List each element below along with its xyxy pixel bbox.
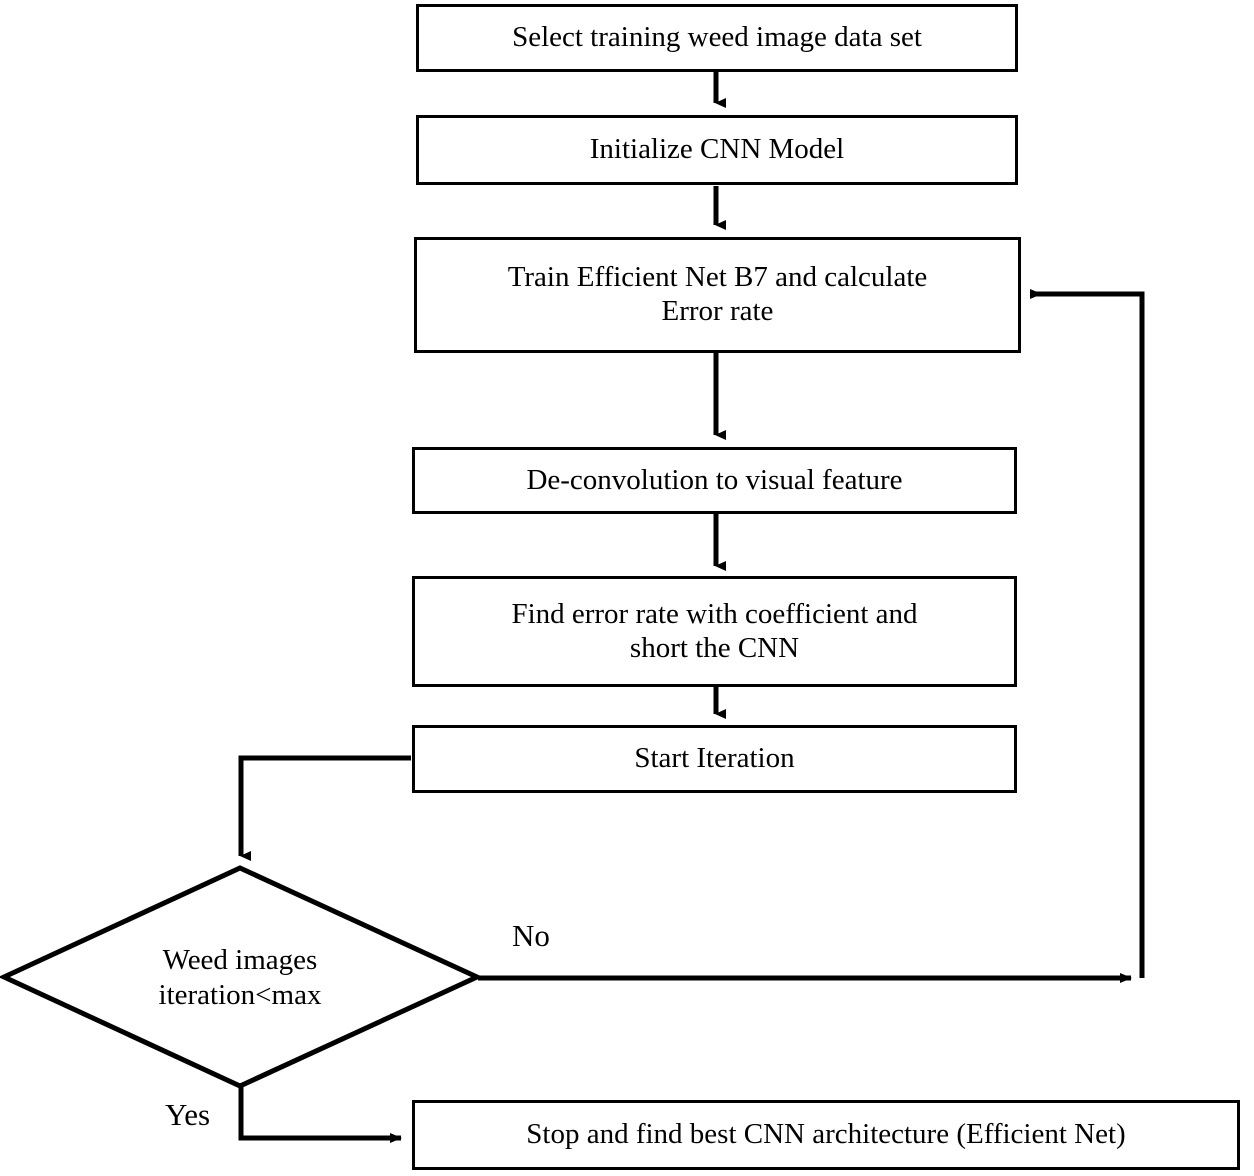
decision-diamond-shape — [0, 865, 483, 1089]
connector-startiteration-to-decision — [238, 755, 411, 861]
edge-label-yes: Yes — [165, 1097, 211, 1132]
edge-label-no: No — [512, 918, 550, 953]
node-initialize-model[interactable]: Initialize CNN Model — [416, 115, 1018, 185]
connector-feedback-riser — [1030, 289, 1145, 978]
node-deconvolution[interactable]: De-convolution to visual feature — [412, 447, 1017, 514]
node-start-iteration[interactable]: Start Iteration — [412, 725, 1017, 793]
node-find-error-rate[interactable]: Find error rate with coefficient and sho… — [412, 576, 1017, 687]
connector-decision-yes-to-stop — [238, 1087, 402, 1143]
node-train-efficientnet[interactable]: Train Efficient Net B7 and calculate Err… — [414, 237, 1021, 353]
node-stop-find-best[interactable]: Stop and find best CNN architecture (Eff… — [412, 1100, 1240, 1170]
node-decision-iteration[interactable]: Weed images iteration<max — [158, 944, 322, 1011]
node-select-dataset[interactable]: Select training weed image data set — [416, 4, 1018, 72]
